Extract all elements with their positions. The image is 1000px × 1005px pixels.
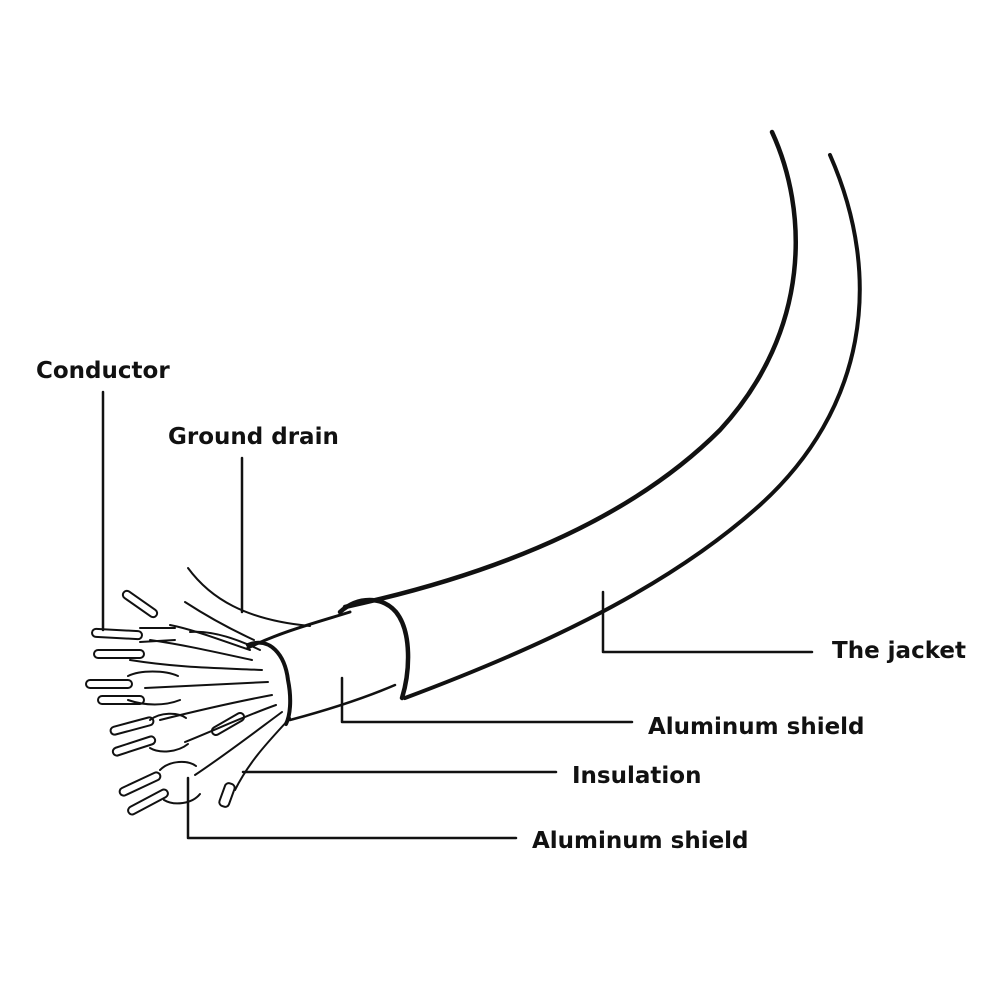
conductor-tip-9 <box>121 589 159 619</box>
conductor-tip-10 <box>210 712 246 736</box>
conductor-tip-7 <box>118 771 162 797</box>
conductor-tip-8 <box>127 788 169 816</box>
label-conductor: Conductor <box>36 358 170 384</box>
jacket-bottom-edge <box>403 153 862 700</box>
conductor-tips <box>85 589 246 816</box>
pair-insulation-1 <box>139 627 176 643</box>
shield-sleeve-cut <box>246 640 293 726</box>
wire-2 <box>149 639 253 661</box>
leader-jacket <box>601 590 814 654</box>
conductor-tip-6 <box>111 735 157 757</box>
wire-5 <box>159 694 273 721</box>
conductor-tip-4 <box>97 695 145 705</box>
conductor-tip-2 <box>93 649 145 659</box>
label-insulation: Insulation <box>572 763 701 789</box>
pair-insulation-2 <box>127 670 181 706</box>
conductor-tip-3 <box>85 679 133 689</box>
conductor-tip-11 <box>218 782 236 808</box>
wire-4 <box>144 681 269 689</box>
wire-8 <box>234 717 291 791</box>
pair-insulation <box>127 627 201 805</box>
conductor-tip-1 <box>91 627 143 641</box>
jacket-top-edge <box>342 129 798 610</box>
leader-aluminum-shield-inner <box>186 776 518 840</box>
wire-3 <box>129 659 263 671</box>
label-aluminum-shield-inner: Aluminum shield <box>532 828 749 854</box>
label-aluminum-shield-outer: Aluminum shield <box>648 714 865 740</box>
shield-sleeve-bottom <box>288 683 397 722</box>
jacket-cut-end <box>337 597 411 701</box>
wire-1 <box>169 624 251 651</box>
leader-aluminum-shield-outer <box>340 676 634 724</box>
wire-6 <box>184 704 277 743</box>
ground-drain-wire <box>187 567 311 627</box>
wire-9 <box>184 601 255 641</box>
wire-10 <box>189 630 261 651</box>
label-jacket: The jacket <box>832 638 966 664</box>
pair-insulation-4 <box>159 760 201 805</box>
wire-7 <box>194 711 283 776</box>
pair-insulation-3 <box>149 712 189 753</box>
conductor-tip-5 <box>109 716 155 736</box>
label-ground-drain: Ground drain <box>168 424 339 450</box>
